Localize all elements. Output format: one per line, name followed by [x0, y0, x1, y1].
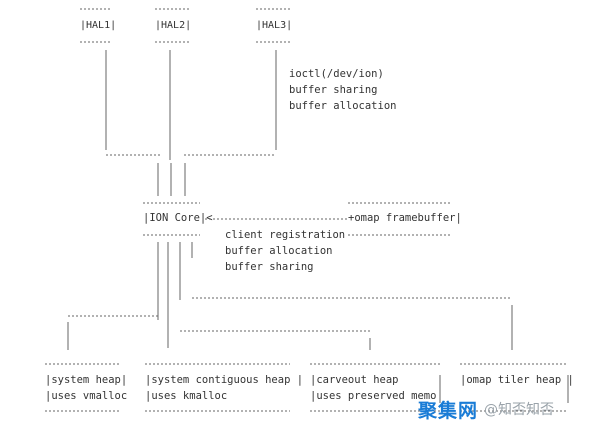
watermark: 聚集网 @知否知否	[418, 394, 596, 424]
hal2-node: |HAL2|	[155, 20, 192, 31]
hal3-annotation-sharing: buffer sharing	[289, 84, 378, 96]
omap-tiler-heap-title: |omap tiler heap |	[460, 374, 574, 386]
core-annotation-sharing: buffer sharing	[225, 261, 314, 273]
ion-core-node: |ION Core|<	[143, 212, 213, 224]
core-annotation-registration: client registration	[225, 229, 346, 241]
system-contiguous-heap-desc: |uses kmalloc	[145, 390, 228, 402]
system-heap-desc: |uses vmalloc	[45, 390, 128, 402]
system-contiguous-heap-title: |system contiguous heap |	[145, 374, 304, 386]
carveout-heap-desc: |uses preserved memo	[310, 390, 437, 402]
omap-framebuffer-node: +omap framebuffer|	[348, 212, 462, 224]
hal3-node: |HAL3|	[256, 20, 293, 31]
hal3-annotation-allocation: buffer allocation	[289, 100, 397, 112]
hal1-node: |HAL1|	[80, 20, 117, 31]
watermark-brand: 聚集网	[418, 399, 479, 422]
carveout-heap-title: |carveout heap	[310, 374, 399, 386]
core-annotation-allocation: buffer allocation	[225, 245, 333, 257]
hal3-annotation-ioctl: ioctl(/dev/ion)	[289, 68, 384, 80]
system-heap-title: |system heap|	[45, 374, 128, 386]
watermark-source: @知否知否	[484, 402, 555, 418]
